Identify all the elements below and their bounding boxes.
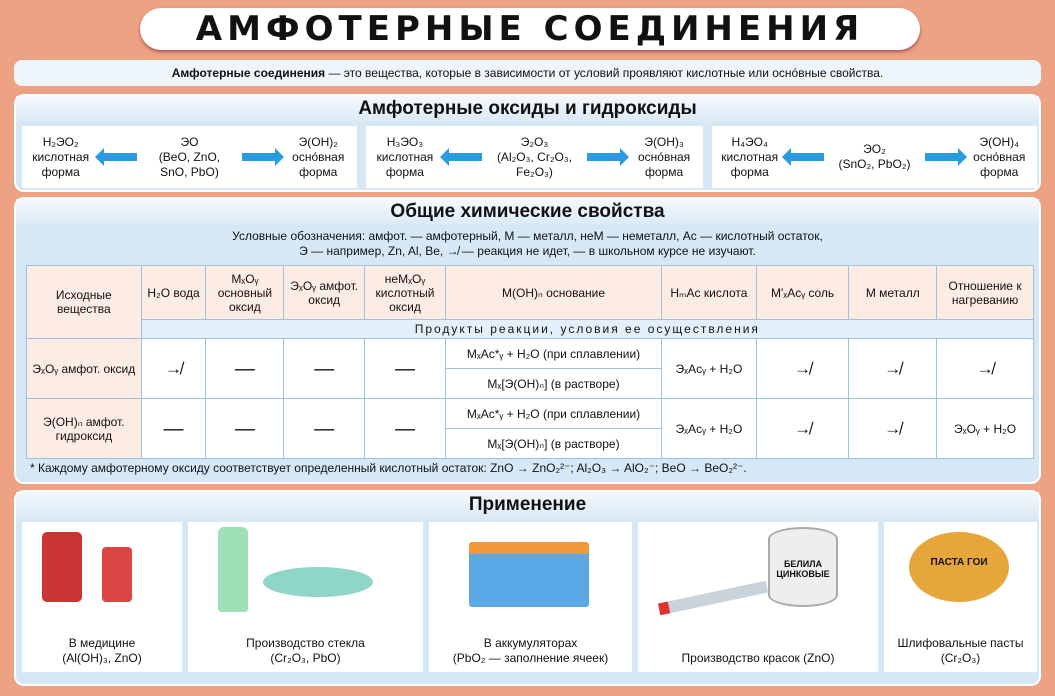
cell-solution: Mₓ[Э(OH)ₙ] (в растворе) bbox=[444, 428, 663, 459]
cell: — bbox=[364, 398, 446, 459]
cell: — bbox=[283, 398, 366, 459]
arrow-left-icon bbox=[439, 148, 482, 166]
use-label: Шлифовальные пасты bbox=[897, 636, 1024, 650]
cell: ЭₓOᵧ + H₂O bbox=[936, 398, 1034, 459]
legend-line: Условные обозначения: амфот. — амфотерны… bbox=[232, 229, 823, 243]
arrow-left-icon bbox=[782, 148, 825, 166]
oxide: ЭО(BeO, ZnO, SnO, PbO) bbox=[158, 134, 221, 179]
cell: — bbox=[364, 338, 446, 399]
column-header: HₘAc кислота bbox=[661, 265, 757, 320]
oxides-heading: Амфотерные оксиды и гидроксиды bbox=[16, 96, 1039, 122]
column-header: Исходные вещества bbox=[26, 265, 142, 339]
cell: ↛ bbox=[755, 338, 850, 399]
table-row: Э(OH)ₙ амфот. гидроксид————MₓAc*ᵧ + H₂O … bbox=[26, 398, 1034, 459]
use-detail: (Cr₂O₃, PbO) bbox=[270, 651, 341, 665]
cell-fusion: MₓAc*ᵧ + H₂O (при сплавлении) bbox=[444, 338, 663, 369]
cell: — bbox=[205, 398, 285, 459]
properties-section: Общие химические свойства Условные обозн… bbox=[14, 197, 1041, 484]
use-label: В медицине bbox=[68, 636, 136, 650]
table-row: ЭₓOᵧ амфот. оксид↛———MₓAc*ᵧ + H₂O (при с… bbox=[26, 338, 1034, 399]
use-item: БЕЛИЛА ЦИНКОВЫЕ Производство красок (ZnO… bbox=[638, 522, 878, 672]
cell: — bbox=[283, 338, 366, 399]
cell: ↛ bbox=[755, 398, 850, 459]
arrow-right-icon bbox=[924, 148, 967, 166]
row-header: ЭₓOᵧ амфот. оксид bbox=[26, 338, 142, 399]
can-label: БЕЛИЛА ЦИНКОВЫЕ bbox=[768, 527, 838, 607]
cell-acid: ЭₓAcᵧ + H₂O bbox=[661, 398, 757, 459]
definition-term: Амфотерные соединения bbox=[171, 66, 326, 80]
oxide: ЭО₂(SnO₂, PbO₂) bbox=[838, 142, 911, 171]
definition: Амфотерные соединения — это вещества, ко… bbox=[14, 60, 1041, 86]
use-item: В медицине(Al(OH)₃, ZnO) bbox=[22, 522, 182, 672]
column-header: H₂O вода bbox=[140, 265, 207, 320]
use-detail: (PbO₂ — заполнение ячеек) bbox=[452, 651, 609, 665]
arrow-right-icon bbox=[241, 148, 284, 166]
cell-acid: ЭₓAcᵧ + H₂O bbox=[661, 338, 757, 399]
legend-line: Э — например, Zn, Al, Be, ↛ — реакция не… bbox=[299, 244, 756, 258]
legend: Условные обозначения: амфот. — амфотерны… bbox=[16, 229, 1039, 259]
column-header: M(OH)ₙ основание bbox=[444, 265, 663, 320]
footnote: * Каждому амфотерному оксиду соответству… bbox=[30, 461, 747, 475]
cell: ↛ bbox=[848, 338, 938, 399]
use-item: ПАСТА ГОИ Шлифовальные пасты(Cr₂O₃) bbox=[884, 522, 1037, 672]
use-label: Производство стекла bbox=[246, 636, 365, 650]
arrow-left-icon bbox=[95, 148, 138, 166]
column-header: ЭₓOᵧ амфот. оксид bbox=[283, 265, 366, 320]
column-header: неMₓOᵧ кислотный оксид bbox=[364, 265, 446, 320]
row-header: Э(OH)ₙ амфот. гидроксид bbox=[26, 398, 142, 459]
column-header: M металл bbox=[848, 265, 938, 320]
cell-solution: Mₓ[Э(OH)ₙ] (в растворе) bbox=[444, 368, 663, 399]
poster-title: АМФОТЕРНЫЕ СОЕДИНЕНИЯ bbox=[140, 8, 920, 50]
use-label: В аккумуляторах bbox=[483, 636, 578, 650]
cell: ↛ bbox=[848, 398, 938, 459]
properties-heading: Общие химические свойства bbox=[16, 199, 1039, 225]
cell: ↛ bbox=[936, 338, 1034, 399]
use-item: Производство стекла(Cr₂O₃, PbO) bbox=[188, 522, 423, 672]
cell: — bbox=[205, 338, 285, 399]
arrow-right-icon bbox=[587, 148, 630, 166]
subheader: Продукты реакции, условия ее осуществлен… bbox=[140, 319, 1035, 339]
uses-heading: Применение bbox=[16, 492, 1039, 518]
cell: ↛ bbox=[140, 338, 207, 399]
definition-text: — это вещества, которые в зависимости от… bbox=[325, 66, 884, 80]
column-header: M'ₓAcᵧ соль bbox=[755, 265, 850, 320]
tin-label: ПАСТА ГОИ bbox=[909, 532, 1009, 602]
use-label: Производство красок (ZnO) bbox=[681, 651, 835, 665]
column-header: MₓOᵧ основный оксид bbox=[205, 265, 285, 320]
uses-section: Применение В медицине(Al(OH)₃, ZnO) Прои… bbox=[14, 490, 1041, 686]
use-detail: (Cr₂O₃) bbox=[940, 651, 981, 665]
cell: — bbox=[140, 398, 207, 459]
use-detail: (Al(OH)₃, ZnO) bbox=[62, 651, 142, 665]
oxide: Э₂O₃(Al₂O₃, Cr₂O₃, Fe₂O₃) bbox=[496, 134, 573, 179]
use-item: В аккумуляторах(PbO₂ — заполнение ячеек) bbox=[429, 522, 632, 672]
column-header: Отношение к нагреванию bbox=[936, 265, 1034, 320]
cell-fusion: MₓAc*ᵧ + H₂O (при сплавлении) bbox=[444, 398, 663, 429]
